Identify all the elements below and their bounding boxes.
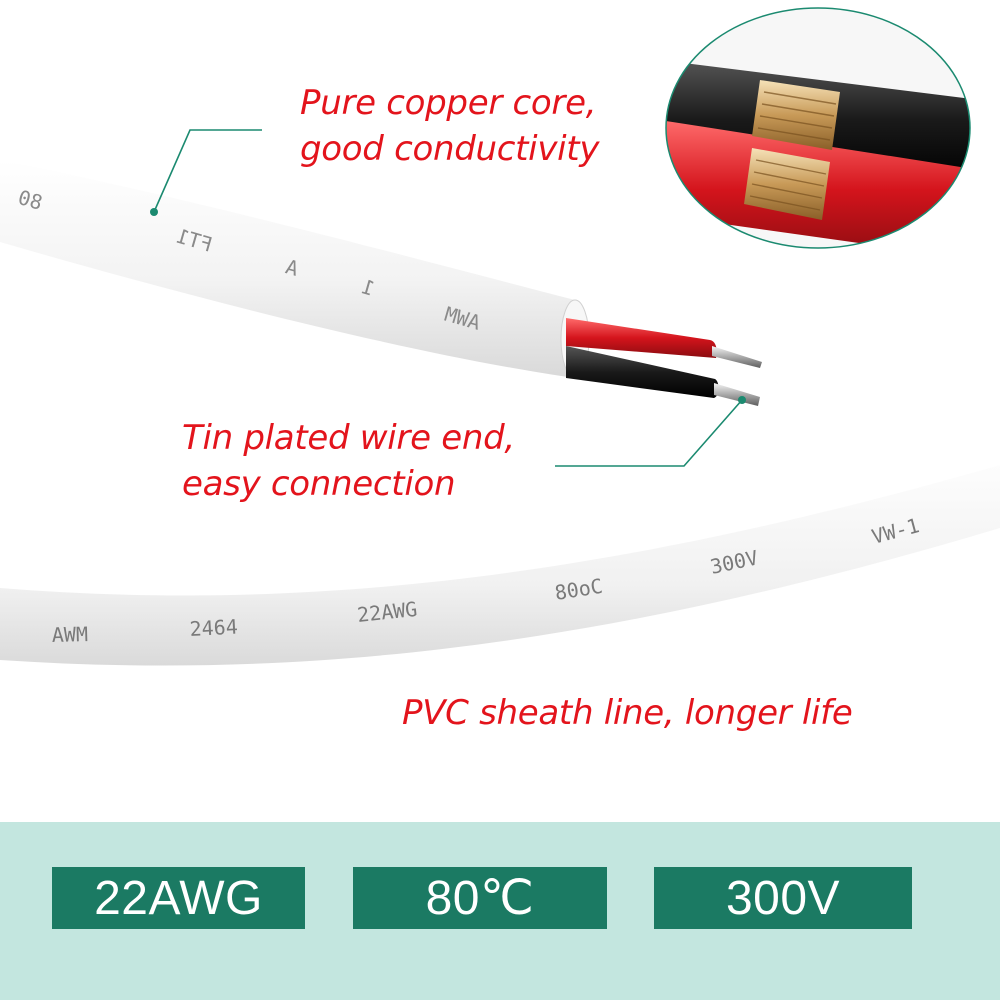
- callout-tin-line-2: easy connection: [182, 464, 456, 504]
- copper-core-zoom-inset: [665, 7, 971, 249]
- leader-dot-copper: [150, 208, 158, 216]
- leader-dot-tin: [738, 396, 746, 404]
- lower-cable-sheath: [0, 465, 1000, 666]
- callout-copper-line-2: good conductivity: [300, 129, 600, 169]
- callout-tin-end: Tin plated wire end, easy connection: [182, 415, 515, 507]
- red-tin-end: [712, 346, 762, 368]
- leader-line-tin: [555, 399, 743, 467]
- black-core: [566, 346, 719, 398]
- callout-pvc-sheath: PVC sheath line, longer life: [402, 690, 853, 736]
- callout-copper-line-1: Pure copper core,: [300, 83, 597, 123]
- upper-cable-sheath: [0, 160, 575, 378]
- callout-tin-line-1: Tin plated wire end,: [182, 418, 515, 458]
- print-style: 2464: [189, 615, 238, 641]
- leader-line-copper: [153, 129, 262, 213]
- cable-illustration: AWM 2464 22AWG 80oC 300V VW-1 AWM 1 A FT…: [0, 7, 1000, 666]
- red-core: [566, 318, 717, 358]
- print-awm: AWM: [52, 622, 89, 647]
- black-tin-end: [714, 383, 760, 406]
- callout-copper-core: Pure copper core, good conductivity: [300, 80, 599, 172]
- spec-badge-voltage: 300V: [654, 867, 912, 929]
- spec-badge-temperature: 80℃: [353, 867, 607, 929]
- spec-badge-gauge: 22AWG: [52, 867, 305, 929]
- callout-pvc-line-1: PVC sheath line, longer life: [402, 693, 853, 733]
